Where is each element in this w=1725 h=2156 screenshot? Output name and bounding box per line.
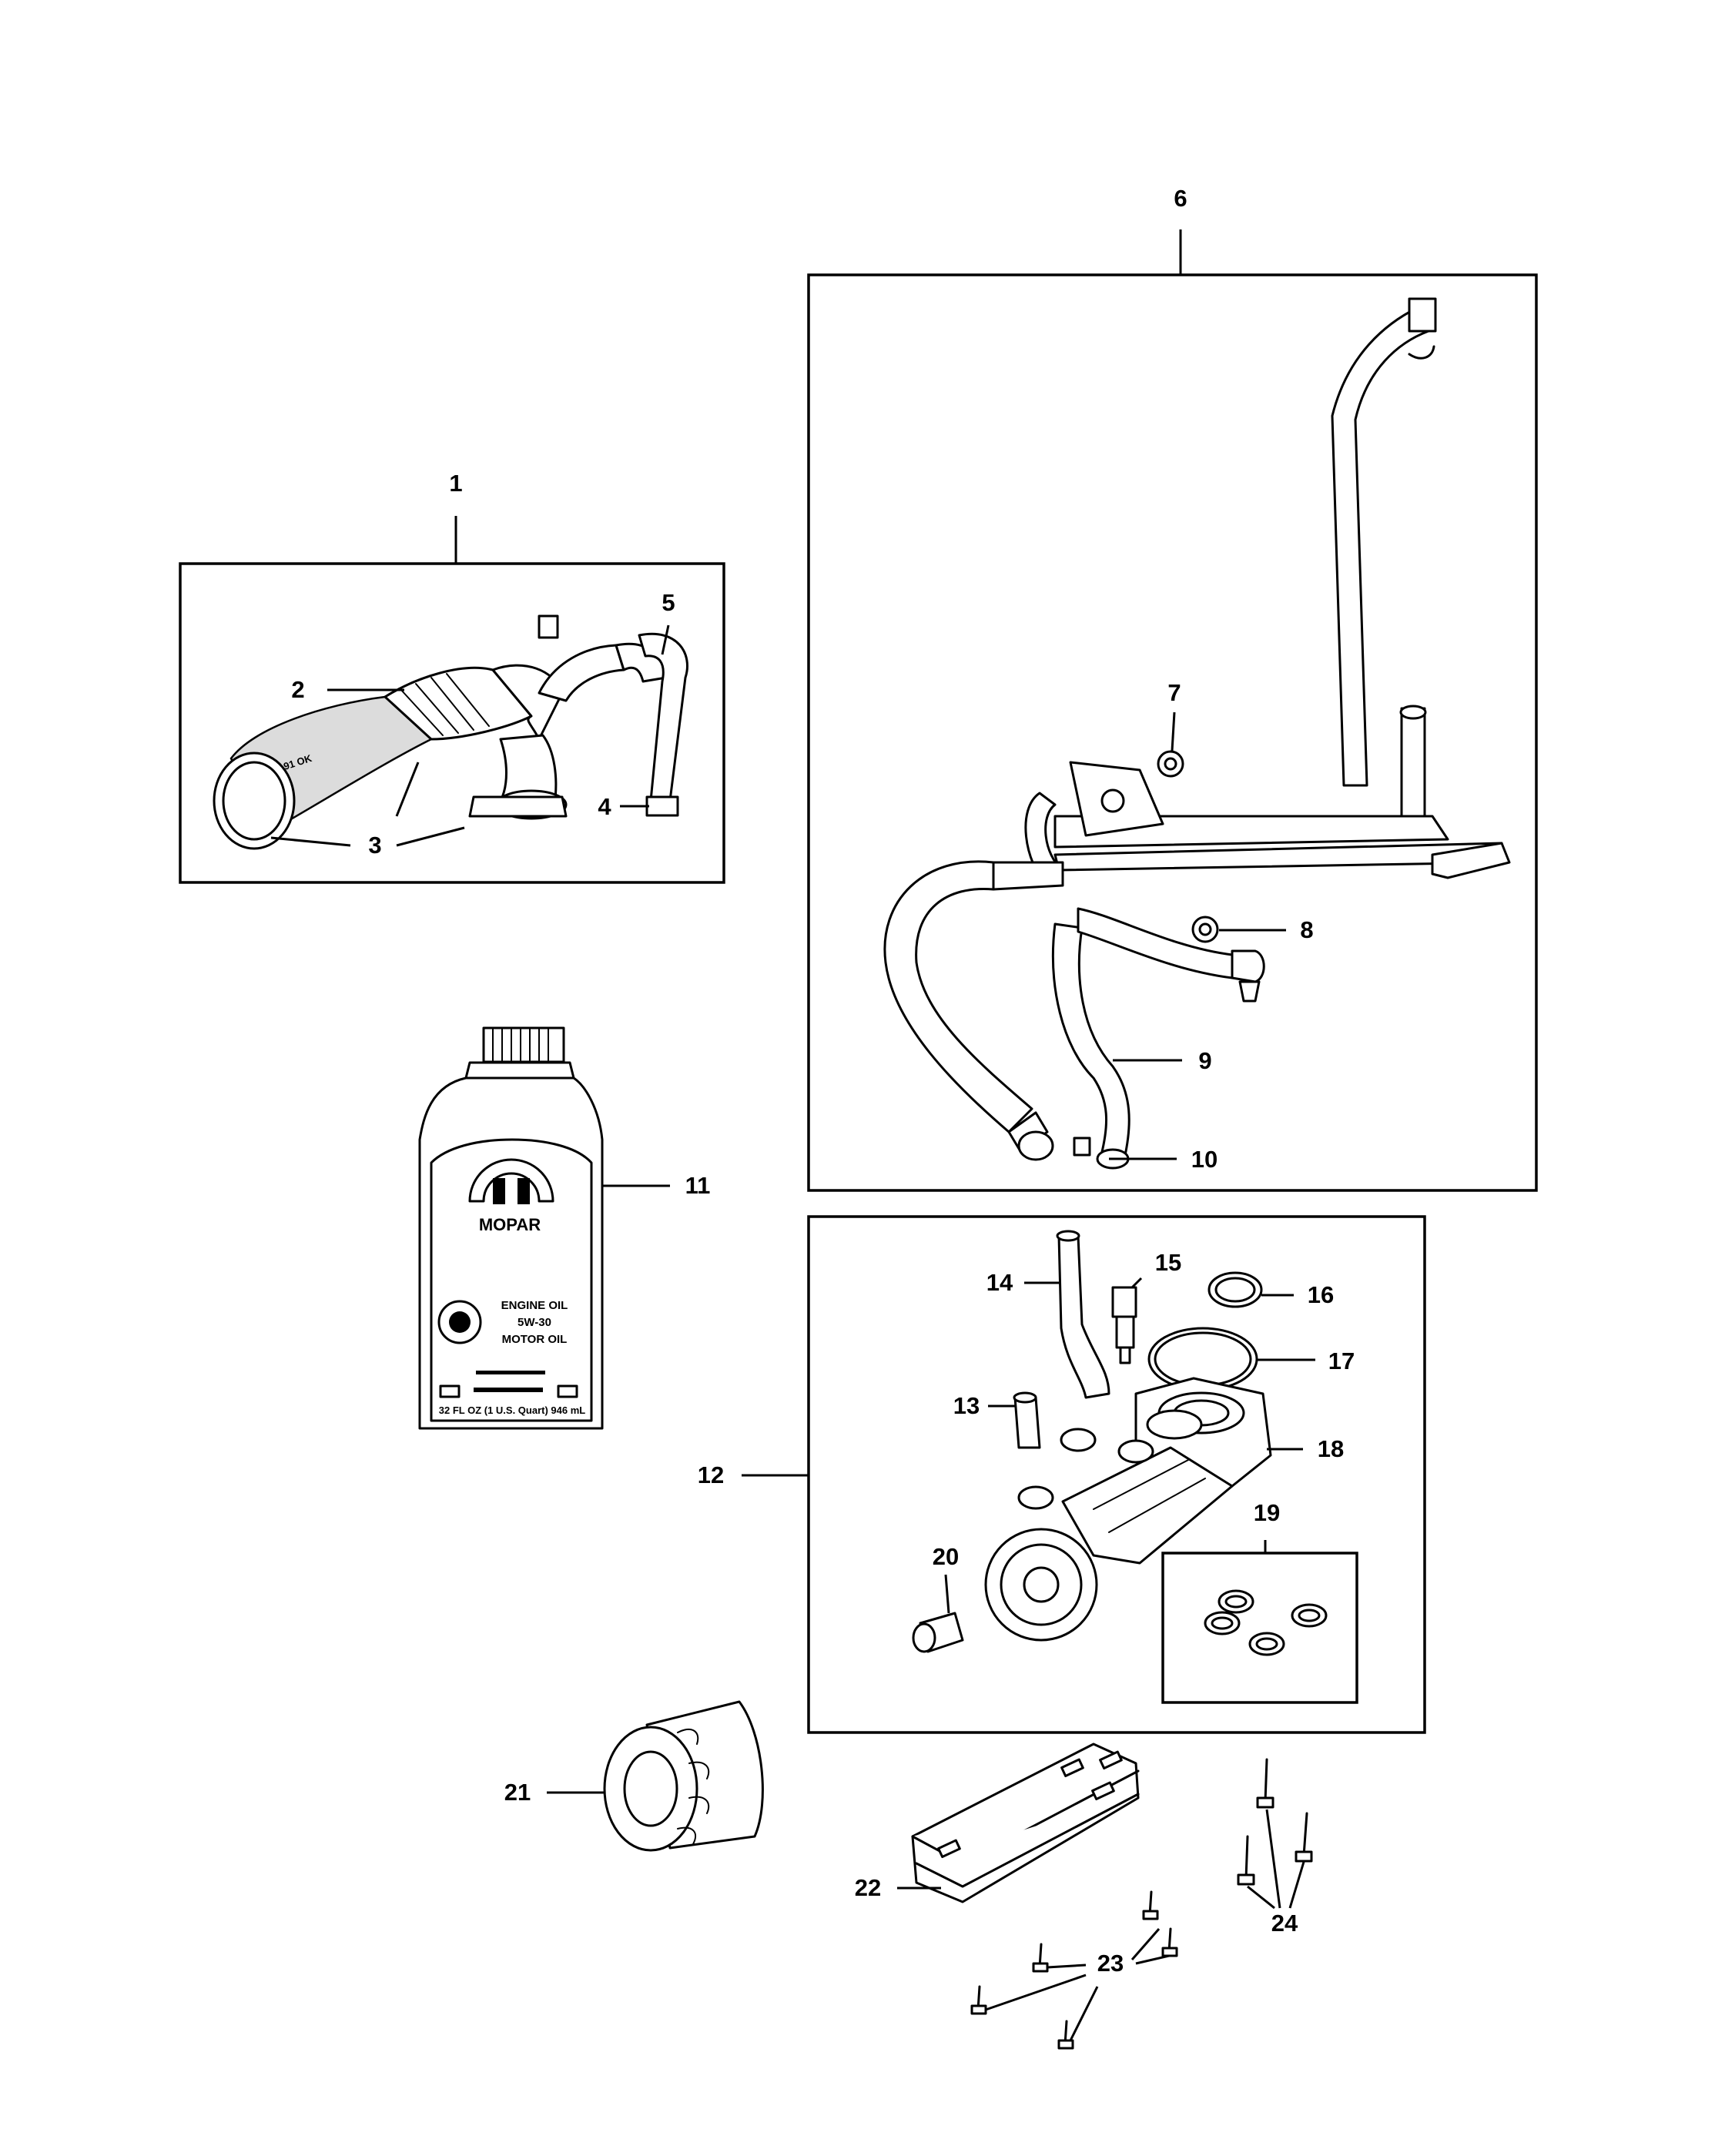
callout-19: 19 (1254, 1499, 1280, 1526)
callout-number: 2 (291, 676, 304, 703)
callout-6: 6 (1174, 185, 1187, 212)
callout-number: 12 (698, 1461, 724, 1488)
callout-number: 22 (855, 1874, 881, 1901)
callout-number: 18 (1318, 1435, 1344, 1462)
bolts-23 (970, 1890, 1178, 2050)
callout-number: 14 (986, 1269, 1013, 1296)
callout-5: 5 (661, 589, 675, 655)
callout-12: 12 (698, 1461, 724, 1488)
bolts-24 (1237, 1758, 1313, 1886)
callout-11: 11 (602, 1172, 710, 1199)
callout-14: 14 (986, 1269, 1061, 1296)
oil-filter (603, 1700, 764, 1852)
callout-number: 11 (685, 1172, 711, 1199)
callout-number: 19 (1254, 1499, 1280, 1526)
sub-assembly-19-box (1161, 1540, 1358, 1704)
callout-number: 20 (933, 1543, 959, 1570)
callout-number: 8 (1300, 916, 1313, 943)
callout-18: 18 (1267, 1435, 1344, 1462)
callout-3: 3 (270, 762, 465, 859)
bottle-label-line1: ENGINE OIL (501, 1299, 568, 1312)
callout-7: 7 (1167, 679, 1181, 752)
air-inlet-hose: 91 OK (213, 614, 688, 850)
callout-number: 5 (662, 589, 675, 616)
bottle-brand: MOPAR (479, 1215, 541, 1234)
callout-22: 22 (855, 1874, 941, 1901)
bottle-volume: 32 FL OZ (1 U.S. Quart) 946 mL (439, 1404, 586, 1416)
callout-number: 4 (598, 793, 611, 820)
callout-number: 6 (1174, 185, 1187, 212)
callout-number: 3 (368, 832, 381, 859)
callout-2: 2 (291, 676, 404, 703)
callout-15: 15 (1155, 1249, 1181, 1276)
oil-bottle: MOPAR ENGINE OIL 5W-30 MOTOR OIL 32 FL O… (418, 1026, 604, 1430)
callout-16: 16 (1261, 1281, 1334, 1308)
callout-number: 9 (1198, 1047, 1211, 1074)
callout-number: 7 (1167, 679, 1181, 706)
callout-4: 4 (598, 793, 649, 820)
assembly-12-box (742, 1215, 1426, 1734)
assembly-6-box (807, 229, 1538, 1192)
callout-21: 21 (504, 1779, 605, 1806)
callout-17: 17 (1257, 1348, 1355, 1374)
bottle-label-line2: 5W-30 (518, 1316, 551, 1329)
callout-number: 1 (449, 470, 462, 497)
callout-number: 15 (1155, 1249, 1181, 1276)
callout-20: 20 (933, 1543, 959, 1614)
callout-10: 10 (1109, 1146, 1218, 1173)
callout-24: 24 (1247, 1809, 1305, 1937)
bottle-label-line3: MOTOR OIL (502, 1333, 568, 1346)
callout-8: 8 (1219, 916, 1314, 943)
callout-number: 23 (1097, 1950, 1124, 1977)
callout-23: 23 (985, 1928, 1170, 2041)
callout-13: 13 (953, 1392, 1017, 1419)
oil-cooler (911, 1743, 1140, 1903)
callout-number: 21 (504, 1779, 531, 1806)
callout-number: 16 (1308, 1281, 1334, 1308)
callout-number: 24 (1271, 1910, 1298, 1937)
callout-number: 10 (1191, 1146, 1218, 1173)
callout-9: 9 (1113, 1047, 1212, 1074)
oil-filter-housing (912, 1230, 1328, 1656)
callout-number: 17 (1328, 1348, 1355, 1374)
callout-1: 1 (449, 470, 462, 497)
callout-number: 13 (953, 1392, 980, 1419)
assembly-1-box (179, 516, 725, 884)
coolant-hose-assembly (883, 297, 1511, 1170)
